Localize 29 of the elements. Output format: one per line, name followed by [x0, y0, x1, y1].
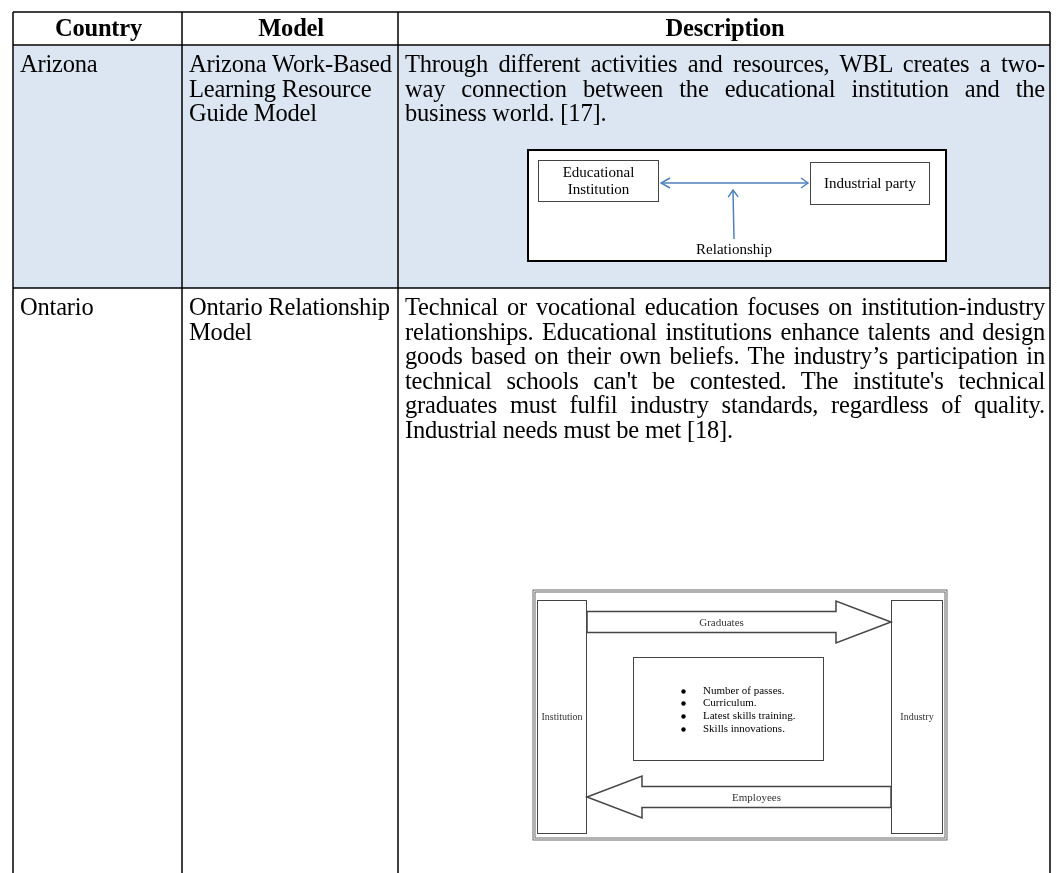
model-cell: Arizona Work-Based Learning Resource Guide Model	[189, 52, 393, 126]
edge-label: Graduates	[698, 615, 745, 629]
country-cell-text: Arizona	[20, 52, 99, 77]
model-cell-text: Ontario Relationship Model	[189, 295, 391, 345]
column-header: Model	[257, 16, 325, 41]
country-cell-text: Ontario	[20, 295, 95, 320]
column-header: Country	[53, 16, 144, 41]
entity-box	[810, 162, 930, 205]
list-item: Number of passes.	[703, 683, 785, 696]
description-cell: Through different activities and resources, WBL creates a two-way connection between the educational institution and the business world. [17].	[405, 52, 1045, 126]
node-text: Relationship	[696, 241, 772, 259]
block-arrow	[586, 599, 894, 645]
list-item: Skills innovations.	[703, 721, 785, 734]
edge-label: Employees	[731, 790, 782, 804]
column-header: Description	[664, 16, 786, 41]
bullet-list-box	[633, 657, 824, 761]
block-arrow	[584, 774, 892, 820]
entity-box	[538, 160, 659, 202]
industry-box	[891, 600, 943, 834]
list-item: Curriculum.	[703, 696, 757, 709]
arrow	[727, 189, 739, 240]
node-text: Industry	[900, 711, 934, 723]
node-text: Industrial party	[823, 174, 917, 193]
arrow	[660, 177, 809, 189]
node-text: Educational Institution	[561, 163, 636, 199]
list-item: Latest skills training.	[703, 709, 796, 721]
node-text: Institution	[541, 711, 583, 723]
institution-box	[537, 600, 587, 834]
description-cell: Technical or vocational education focuses on institution-industry relationships. Educational institutions enhance talents and design goods based on their own beliefs. The industry’s participation in technical schools can't be contested. The institute's technical graduates must fulfil industry standards, regardless of quality. Industrial needs must be met [18].	[405, 295, 1045, 443]
